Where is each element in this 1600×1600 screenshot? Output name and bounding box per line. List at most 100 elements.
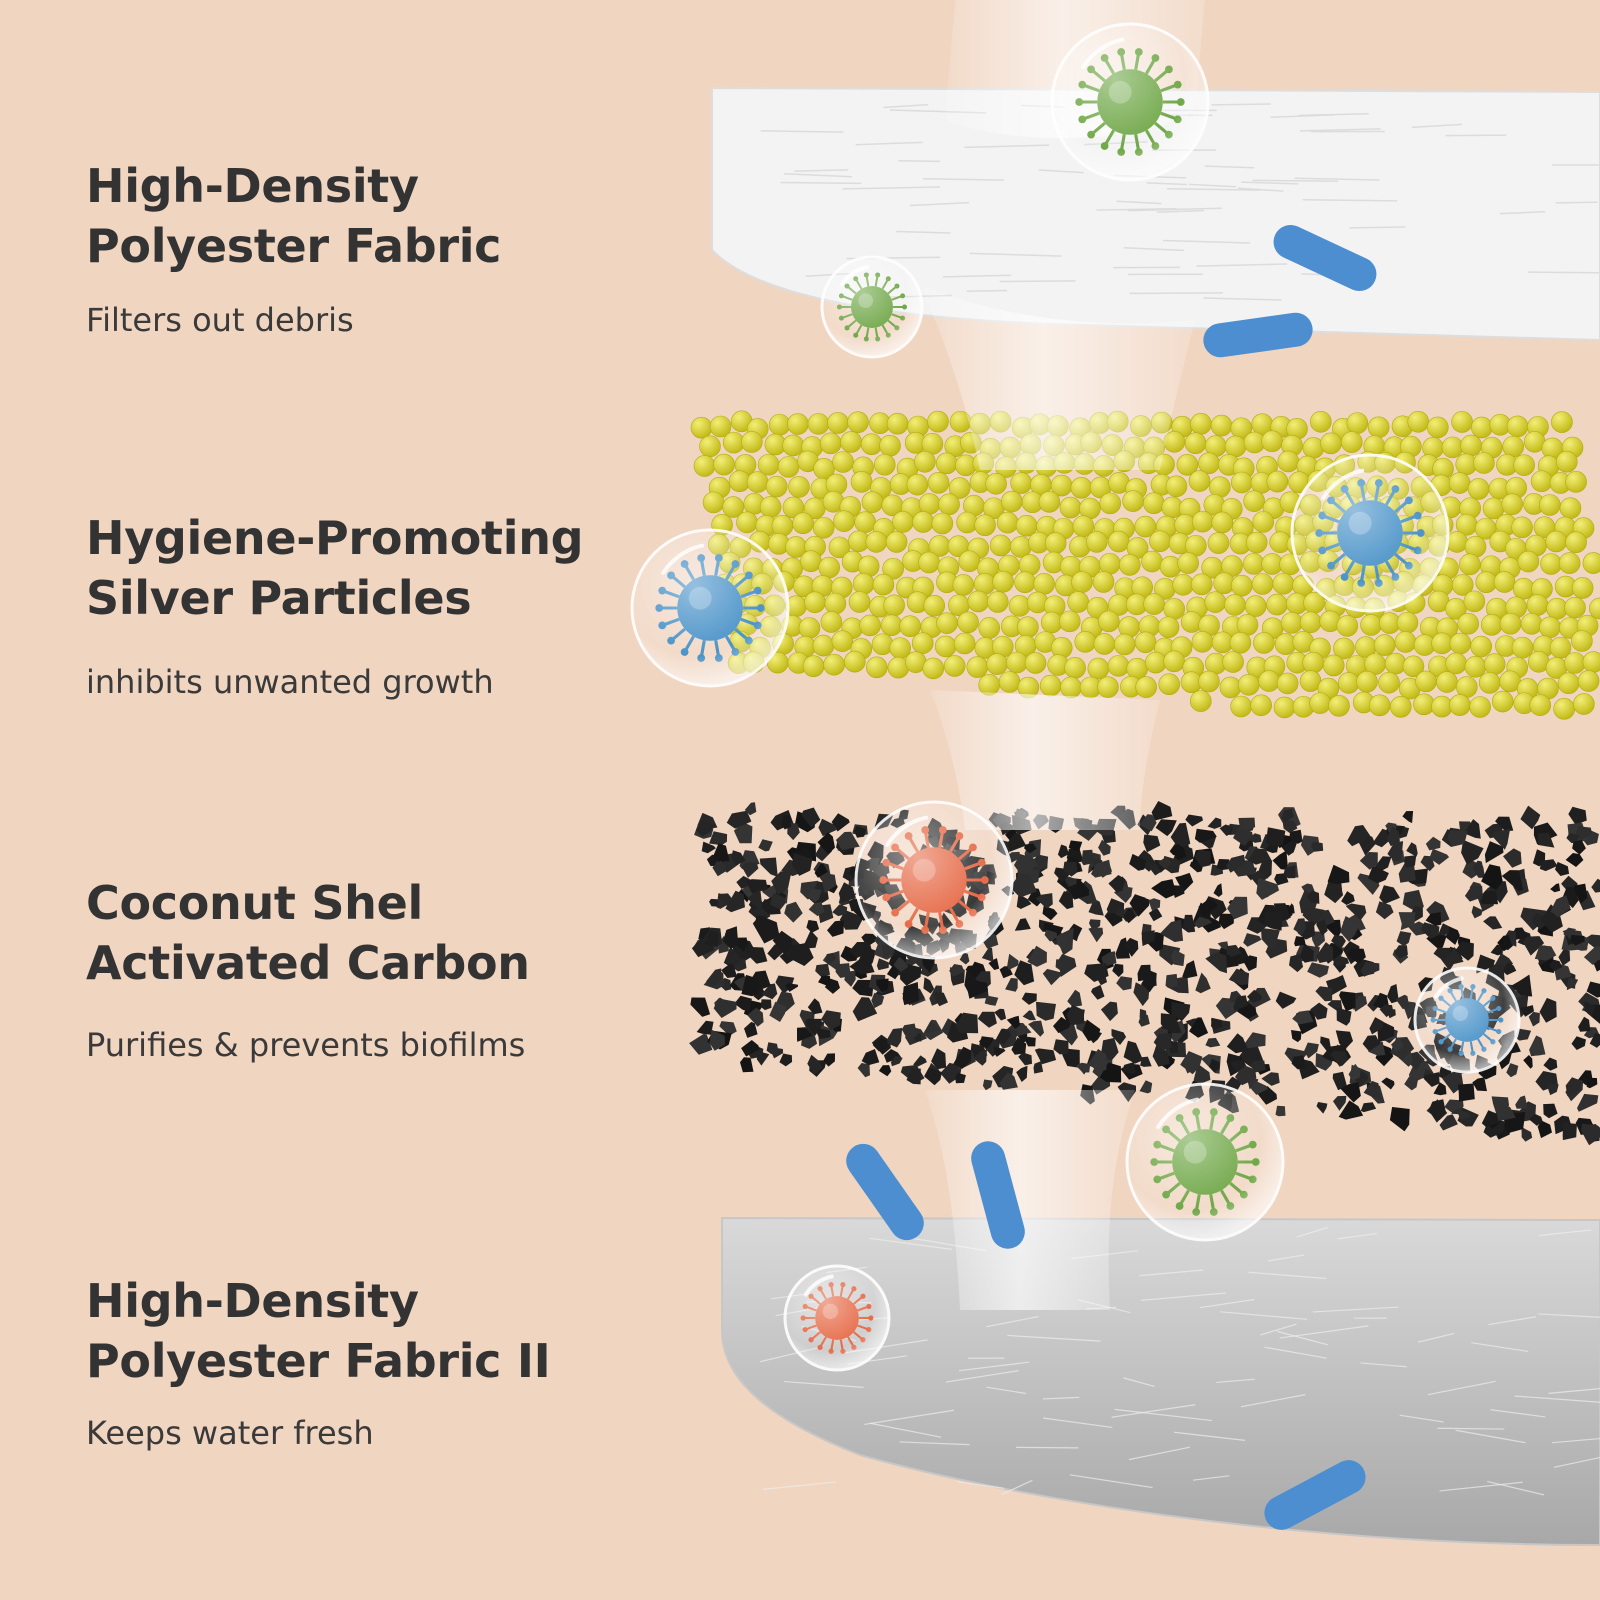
carbon-granule bbox=[1381, 1077, 1395, 1090]
carbon-granule bbox=[931, 1048, 947, 1070]
silver-particle bbox=[1390, 696, 1412, 718]
silver-particle bbox=[777, 456, 800, 478]
carbon-granule bbox=[1228, 968, 1250, 986]
silver-particle bbox=[768, 413, 791, 436]
silver-particle bbox=[1467, 478, 1490, 500]
silver-particle bbox=[1184, 432, 1207, 455]
carbon-granule bbox=[775, 975, 795, 994]
carbon-granule bbox=[701, 841, 716, 854]
carbon-granule bbox=[1274, 873, 1289, 886]
fabric-fiber bbox=[1116, 200, 1162, 205]
carbon-granule bbox=[1293, 918, 1306, 936]
carbon-granule bbox=[924, 1021, 940, 1033]
silver-particle bbox=[709, 415, 732, 438]
carbon-granule bbox=[696, 1020, 714, 1035]
layer-title: Coconut Shel Activated Carbon bbox=[86, 873, 530, 993]
fabric-fiber bbox=[784, 1380, 864, 1388]
carbon-granule bbox=[1425, 836, 1441, 851]
silver-particle bbox=[1436, 671, 1458, 693]
silver-particle bbox=[824, 592, 847, 615]
carbon-granule bbox=[1213, 883, 1223, 897]
carbon-granule bbox=[885, 1028, 903, 1048]
fabric-fiber bbox=[869, 1237, 952, 1250]
fabric-fiber bbox=[1471, 1342, 1529, 1352]
fabric-fiber bbox=[1220, 1311, 1308, 1320]
carbon-granule bbox=[1088, 1049, 1107, 1073]
silver-particle bbox=[854, 511, 876, 533]
silver-particle bbox=[872, 573, 895, 596]
silver-particle bbox=[1545, 530, 1568, 553]
fabric-fiber bbox=[1264, 1346, 1327, 1359]
carbon-granule bbox=[725, 890, 745, 913]
carbon-granule bbox=[1088, 898, 1104, 916]
silver-particle bbox=[1157, 616, 1180, 639]
silver-particle bbox=[1014, 571, 1036, 594]
silver-particle bbox=[1449, 694, 1471, 716]
fabric-fiber bbox=[1196, 263, 1288, 267]
silver-particle bbox=[792, 512, 814, 534]
carbon-granule bbox=[1515, 1095, 1528, 1109]
silver-particle bbox=[1242, 553, 1265, 575]
carbon-granule bbox=[1429, 848, 1450, 865]
fabric-fiber bbox=[1260, 1323, 1297, 1336]
silver-particle bbox=[1513, 454, 1535, 476]
carbon-granule bbox=[706, 968, 722, 987]
fabric-fiber bbox=[1127, 207, 1222, 212]
carbon-granule bbox=[744, 1021, 758, 1038]
fabric-fiber bbox=[883, 103, 929, 109]
carbon-granule bbox=[1139, 1008, 1147, 1020]
carbon-granule bbox=[1272, 850, 1289, 870]
layer-title-line: Polyester Fabric bbox=[86, 219, 502, 273]
carbon-granule bbox=[1523, 1055, 1533, 1069]
silver-particle bbox=[1272, 572, 1295, 595]
carbon-granule bbox=[1027, 945, 1047, 967]
carbon-granule bbox=[1251, 1081, 1268, 1095]
carbon-granule bbox=[1369, 1017, 1384, 1035]
carbon-granule bbox=[1503, 848, 1522, 868]
silver-particle bbox=[1559, 497, 1582, 519]
carbon-granule bbox=[858, 946, 877, 969]
silver-particle bbox=[1245, 531, 1268, 554]
carbon-granule bbox=[1243, 933, 1262, 947]
fabric-fiber bbox=[1312, 1306, 1399, 1313]
microbe-icon bbox=[820, 255, 924, 359]
carbon-granule bbox=[893, 956, 909, 972]
silver-particle bbox=[958, 550, 981, 573]
fabric-fiber bbox=[1129, 292, 1223, 295]
carbon-granule bbox=[721, 963, 738, 978]
fabric-layer-bottom bbox=[721, 1216, 1600, 1547]
carbon-granule bbox=[744, 802, 757, 816]
silver-particle bbox=[1243, 490, 1265, 512]
carbon-granule bbox=[1565, 853, 1584, 867]
silver-particle bbox=[914, 450, 936, 473]
silver-particle bbox=[1244, 595, 1267, 617]
layer-description: Filters out debris bbox=[86, 301, 354, 339]
carbon-granule bbox=[1033, 1061, 1044, 1074]
silver-particle bbox=[1230, 471, 1253, 494]
carbon-granule bbox=[1057, 844, 1069, 859]
layer-title: High-Density Polyester Fabric II bbox=[86, 1271, 551, 1391]
carbon-granule bbox=[1133, 982, 1150, 1007]
silver-particle bbox=[1511, 636, 1534, 659]
carbon-granule bbox=[1230, 1060, 1245, 1072]
carbon-granule bbox=[835, 963, 851, 978]
carbon-granule bbox=[852, 979, 874, 997]
carbon-granule bbox=[1519, 1005, 1534, 1017]
microbe-icon bbox=[783, 1264, 891, 1372]
carbon-granule bbox=[689, 1033, 713, 1055]
silver-particle bbox=[1346, 412, 1369, 434]
carbon-granule bbox=[1442, 1071, 1464, 1094]
carbon-granule bbox=[876, 978, 889, 993]
carbon-granule bbox=[722, 926, 739, 950]
carbon-granule bbox=[1124, 937, 1139, 957]
fabric-fiber bbox=[1248, 1271, 1327, 1280]
carbon-granule bbox=[1123, 1040, 1144, 1064]
bacteria-rod-icon bbox=[1264, 1460, 1366, 1530]
fabric-fiber bbox=[1114, 1408, 1212, 1422]
silver-particle bbox=[1431, 632, 1453, 655]
carbon-granule bbox=[1562, 1122, 1577, 1141]
fabric-fiber bbox=[1192, 1475, 1230, 1481]
carbon-granule bbox=[1447, 830, 1468, 847]
silver-particle bbox=[1565, 471, 1587, 493]
